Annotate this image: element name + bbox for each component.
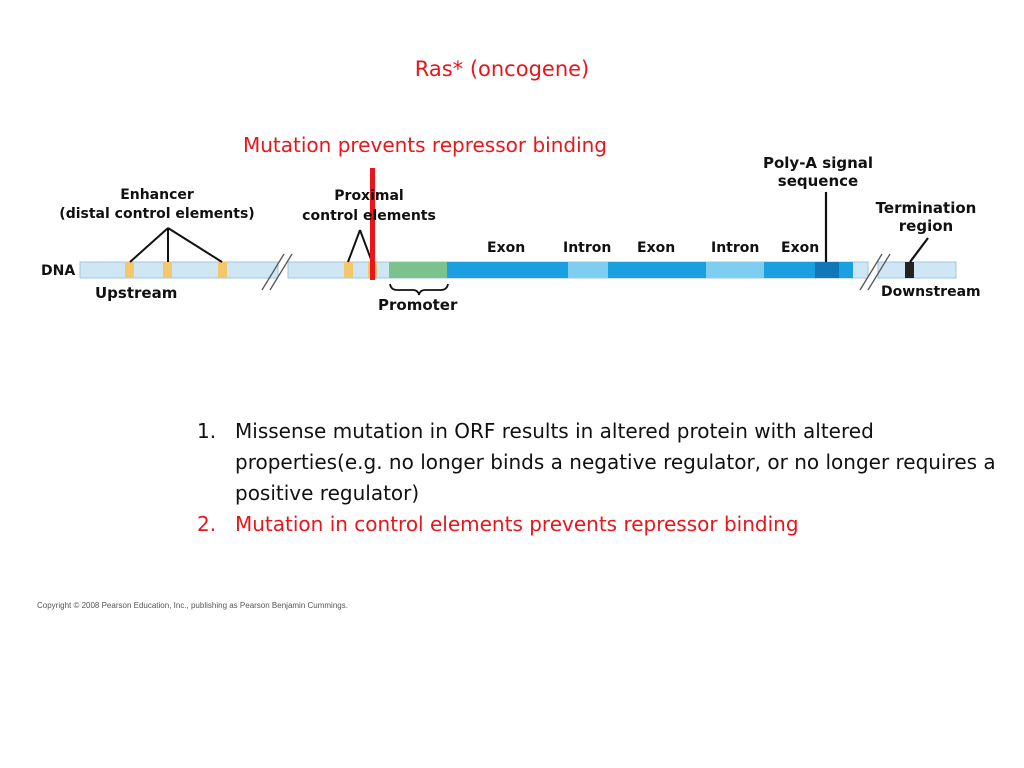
dna-label: DNA	[41, 263, 76, 279]
intron-1-label: Intron	[563, 240, 612, 256]
enhancer-element-3	[218, 262, 227, 278]
proximal-element-1	[344, 262, 353, 278]
list-item-text: Mutation in control elements prevents re…	[235, 512, 799, 536]
strand-break-right	[859, 253, 891, 291]
mutation-marker	[370, 168, 375, 280]
copyright-notice: Copyright © 2008 Pearson Education, Inc.…	[37, 601, 348, 610]
upstream-label: Upstream	[95, 284, 178, 302]
enhancer-element-2	[163, 262, 172, 278]
list-item: 1. Missense mutation in ORF results in a…	[197, 416, 1012, 509]
dna-strand-upstream	[79, 261, 279, 279]
termination-block	[905, 262, 914, 278]
enhancer-pointer-lines	[129, 227, 223, 263]
termination-label: Termination region	[876, 199, 977, 235]
intron-2	[706, 262, 764, 278]
intron-1	[568, 262, 608, 278]
list-item-number: 2.	[197, 512, 217, 536]
exon-1	[447, 262, 568, 278]
mutation-callout-label: Mutation prevents repressor binding	[243, 133, 607, 157]
termination-label-line2: region	[898, 217, 954, 235]
list-item-text: Missense mutation in ORF results in alte…	[235, 419, 996, 505]
polya-label: Poly-A signal sequence	[763, 154, 873, 190]
polya-signal-block	[815, 262, 839, 278]
enhancer-label-line2: (distal control elements)	[59, 206, 255, 222]
exon-1-label: Exon	[487, 240, 526, 256]
enhancer-label-line1: Enhancer	[120, 187, 194, 203]
exon-2-label: Exon	[637, 240, 676, 256]
promoter-region	[389, 262, 447, 278]
proximal-pointer-lines	[347, 229, 373, 263]
intron-2-label: Intron	[711, 240, 760, 256]
list-item-number: 1.	[197, 419, 217, 443]
exon-3-label: Exon	[781, 240, 820, 256]
promoter-brace	[389, 283, 449, 296]
termination-label-line1: Termination	[875, 199, 977, 217]
downstream-label: Downstream	[881, 284, 981, 300]
findings-list: 1. Missense mutation in ORF results in a…	[197, 416, 1012, 540]
dna-strand-downstream	[877, 261, 957, 279]
page-title: Ras* (oncogene)	[414, 57, 590, 81]
enhancer-element-1	[125, 262, 134, 278]
polya-label-line1: Poly-A signal	[762, 154, 874, 172]
strand-break-left	[261, 253, 293, 291]
exon-2	[608, 262, 706, 278]
proximal-label-line2: control elements	[302, 208, 436, 224]
enhancer-label: Enhancer (distal control elements)	[59, 187, 254, 222]
proximal-label-line1: Proximal	[334, 188, 404, 204]
list-item: 2. Mutation in control elements prevents…	[197, 509, 1012, 540]
promoter-label: Promoter	[378, 296, 458, 314]
termination-pointer-line	[909, 237, 929, 263]
polya-label-line2: sequence	[777, 172, 859, 190]
proximal-label: Proximal control elements	[302, 188, 436, 224]
exon-3	[764, 262, 853, 278]
